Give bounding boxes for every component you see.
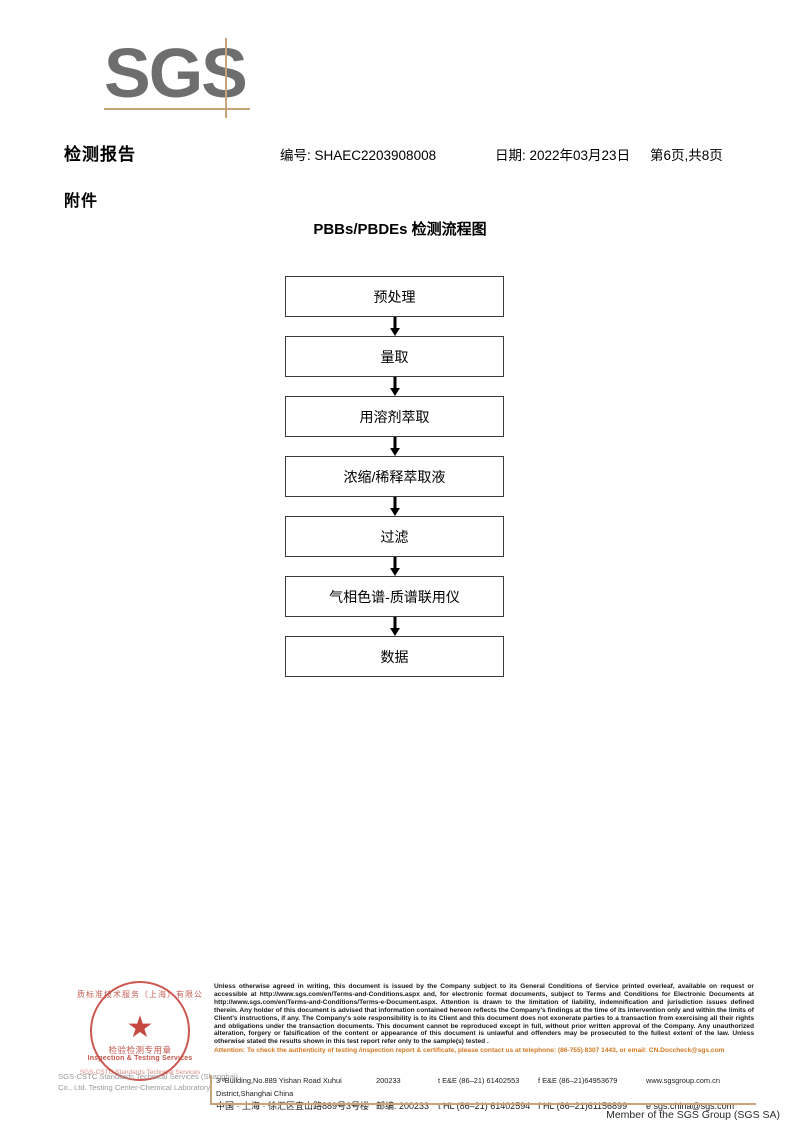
seal-arc-bottom-text: SGS-CSTC Standards Technical Services bbox=[79, 1069, 201, 1076]
flow-arrow-down-icon bbox=[285, 497, 504, 516]
flow-arrow-down-icon bbox=[285, 317, 504, 336]
telephone-ee: t E&E (86–21) 61402553 bbox=[438, 1076, 520, 1085]
flowchart: 预处理 量取 用溶剂萃取 浓缩/稀释萃取液 过滤 气相色谱-质谱联用仪 数据 bbox=[285, 276, 504, 677]
company-name-watermark: SGS-CSTC Standards Technical Services (S… bbox=[58, 1072, 239, 1092]
legal-body-text: Unless otherwise agreed in writing, this… bbox=[214, 983, 754, 1046]
flow-step-box: 浓缩/稀释萃取液 bbox=[285, 456, 504, 497]
flow-arrow-down-icon bbox=[285, 437, 504, 456]
logo-horizontal-rule bbox=[104, 108, 250, 110]
address-street-en: 3ʳᵈBuilding,No.889 Yishan Road Xuhui Dis… bbox=[216, 1076, 342, 1098]
website-url: www.sgsgroup.com.cn bbox=[646, 1076, 720, 1085]
attachment-label: 附件 bbox=[64, 193, 99, 210]
header-main-row: 检测报告 编号: SHAEC2203908008 日期: 2022年03月23日… bbox=[64, 140, 754, 165]
logo-vertical-rule bbox=[225, 38, 227, 118]
page-footer: 质标准技术服务（上海）有限公 ★ 检验检测专用章 Inspection & Te… bbox=[0, 975, 800, 1131]
report-number: 编号: SHAEC2203908008 bbox=[280, 148, 437, 163]
address-row-chinese: 中国 · 上海 · 徐汇区宜山路889号3号楼 邮编: 200233 t HL … bbox=[216, 1100, 756, 1113]
fax-ee: f E&E (86–21)64953679 bbox=[538, 1076, 618, 1085]
address-vertical-rule bbox=[210, 1075, 212, 1103]
report-date: 日期: 2022年03月23日 bbox=[495, 148, 631, 163]
fax-hl: f HL (86–21)61156899 bbox=[538, 1101, 628, 1111]
flowchart-title: PBBs/PBDEs 检测流程图 bbox=[313, 221, 487, 238]
address-zip-en: 200233 bbox=[376, 1076, 401, 1085]
flow-step-box: 预处理 bbox=[285, 276, 504, 317]
flow-step-box: 数据 bbox=[285, 636, 504, 677]
telephone-hl: t HL (86–21) 61402594 bbox=[438, 1101, 531, 1111]
flow-step-box: 量取 bbox=[285, 336, 504, 377]
sgs-logo: SGS bbox=[104, 38, 334, 124]
page-indicator: 第6页,共8页 bbox=[650, 148, 723, 163]
star-icon: ★ bbox=[126, 1011, 154, 1044]
report-header: 检测报告 编号: SHAEC2203908008 日期: 2022年03月23日… bbox=[64, 140, 754, 211]
seal-arc-top-text: 质标准技术服务（上海）有限公 bbox=[77, 990, 203, 999]
official-seal-stamp: 质标准技术服务（上海）有限公 ★ 检验检测专用章 Inspection & Te… bbox=[76, 977, 204, 1085]
address-street-cn: 中国 · 上海 · 徐汇区宜山路889号3号楼 bbox=[216, 1101, 370, 1111]
flow-arrow-down-icon bbox=[285, 617, 504, 636]
address-block: 3ʳᵈBuilding,No.889 Yishan Road Xuhui Dis… bbox=[216, 1074, 756, 1113]
flow-step-box: 用溶剂萃取 bbox=[285, 396, 504, 437]
flow-arrow-down-icon bbox=[285, 377, 504, 396]
sgs-group-member-note: Member of the SGS Group (SGS SA) bbox=[606, 1109, 780, 1121]
page-title: 检测报告 bbox=[64, 145, 136, 164]
legal-disclaimer: Unless otherwise agreed in writing, this… bbox=[214, 983, 754, 1055]
seal-english-text: Inspection & Testing Services bbox=[87, 1055, 193, 1062]
seal-chinese-text: 检验检测专用章 bbox=[108, 1045, 172, 1055]
flow-step-box: 气相色谱-质谱联用仪 bbox=[285, 576, 504, 617]
footer-horizontal-rule bbox=[210, 1103, 756, 1105]
address-zip-cn: 邮编: 200233 bbox=[376, 1101, 430, 1111]
seal-circle-border bbox=[90, 981, 190, 1081]
sgs-logo-text: SGS bbox=[104, 34, 248, 112]
flow-arrow-down-icon bbox=[285, 557, 504, 576]
address-row-english: 3ʳᵈBuilding,No.889 Yishan Road Xuhui Dis… bbox=[216, 1074, 756, 1100]
email-address: e sgs.china@sgs.com bbox=[646, 1101, 735, 1111]
attention-notice: Attention: To check the authenticity of … bbox=[214, 1047, 725, 1055]
flow-step-box: 过滤 bbox=[285, 516, 504, 557]
